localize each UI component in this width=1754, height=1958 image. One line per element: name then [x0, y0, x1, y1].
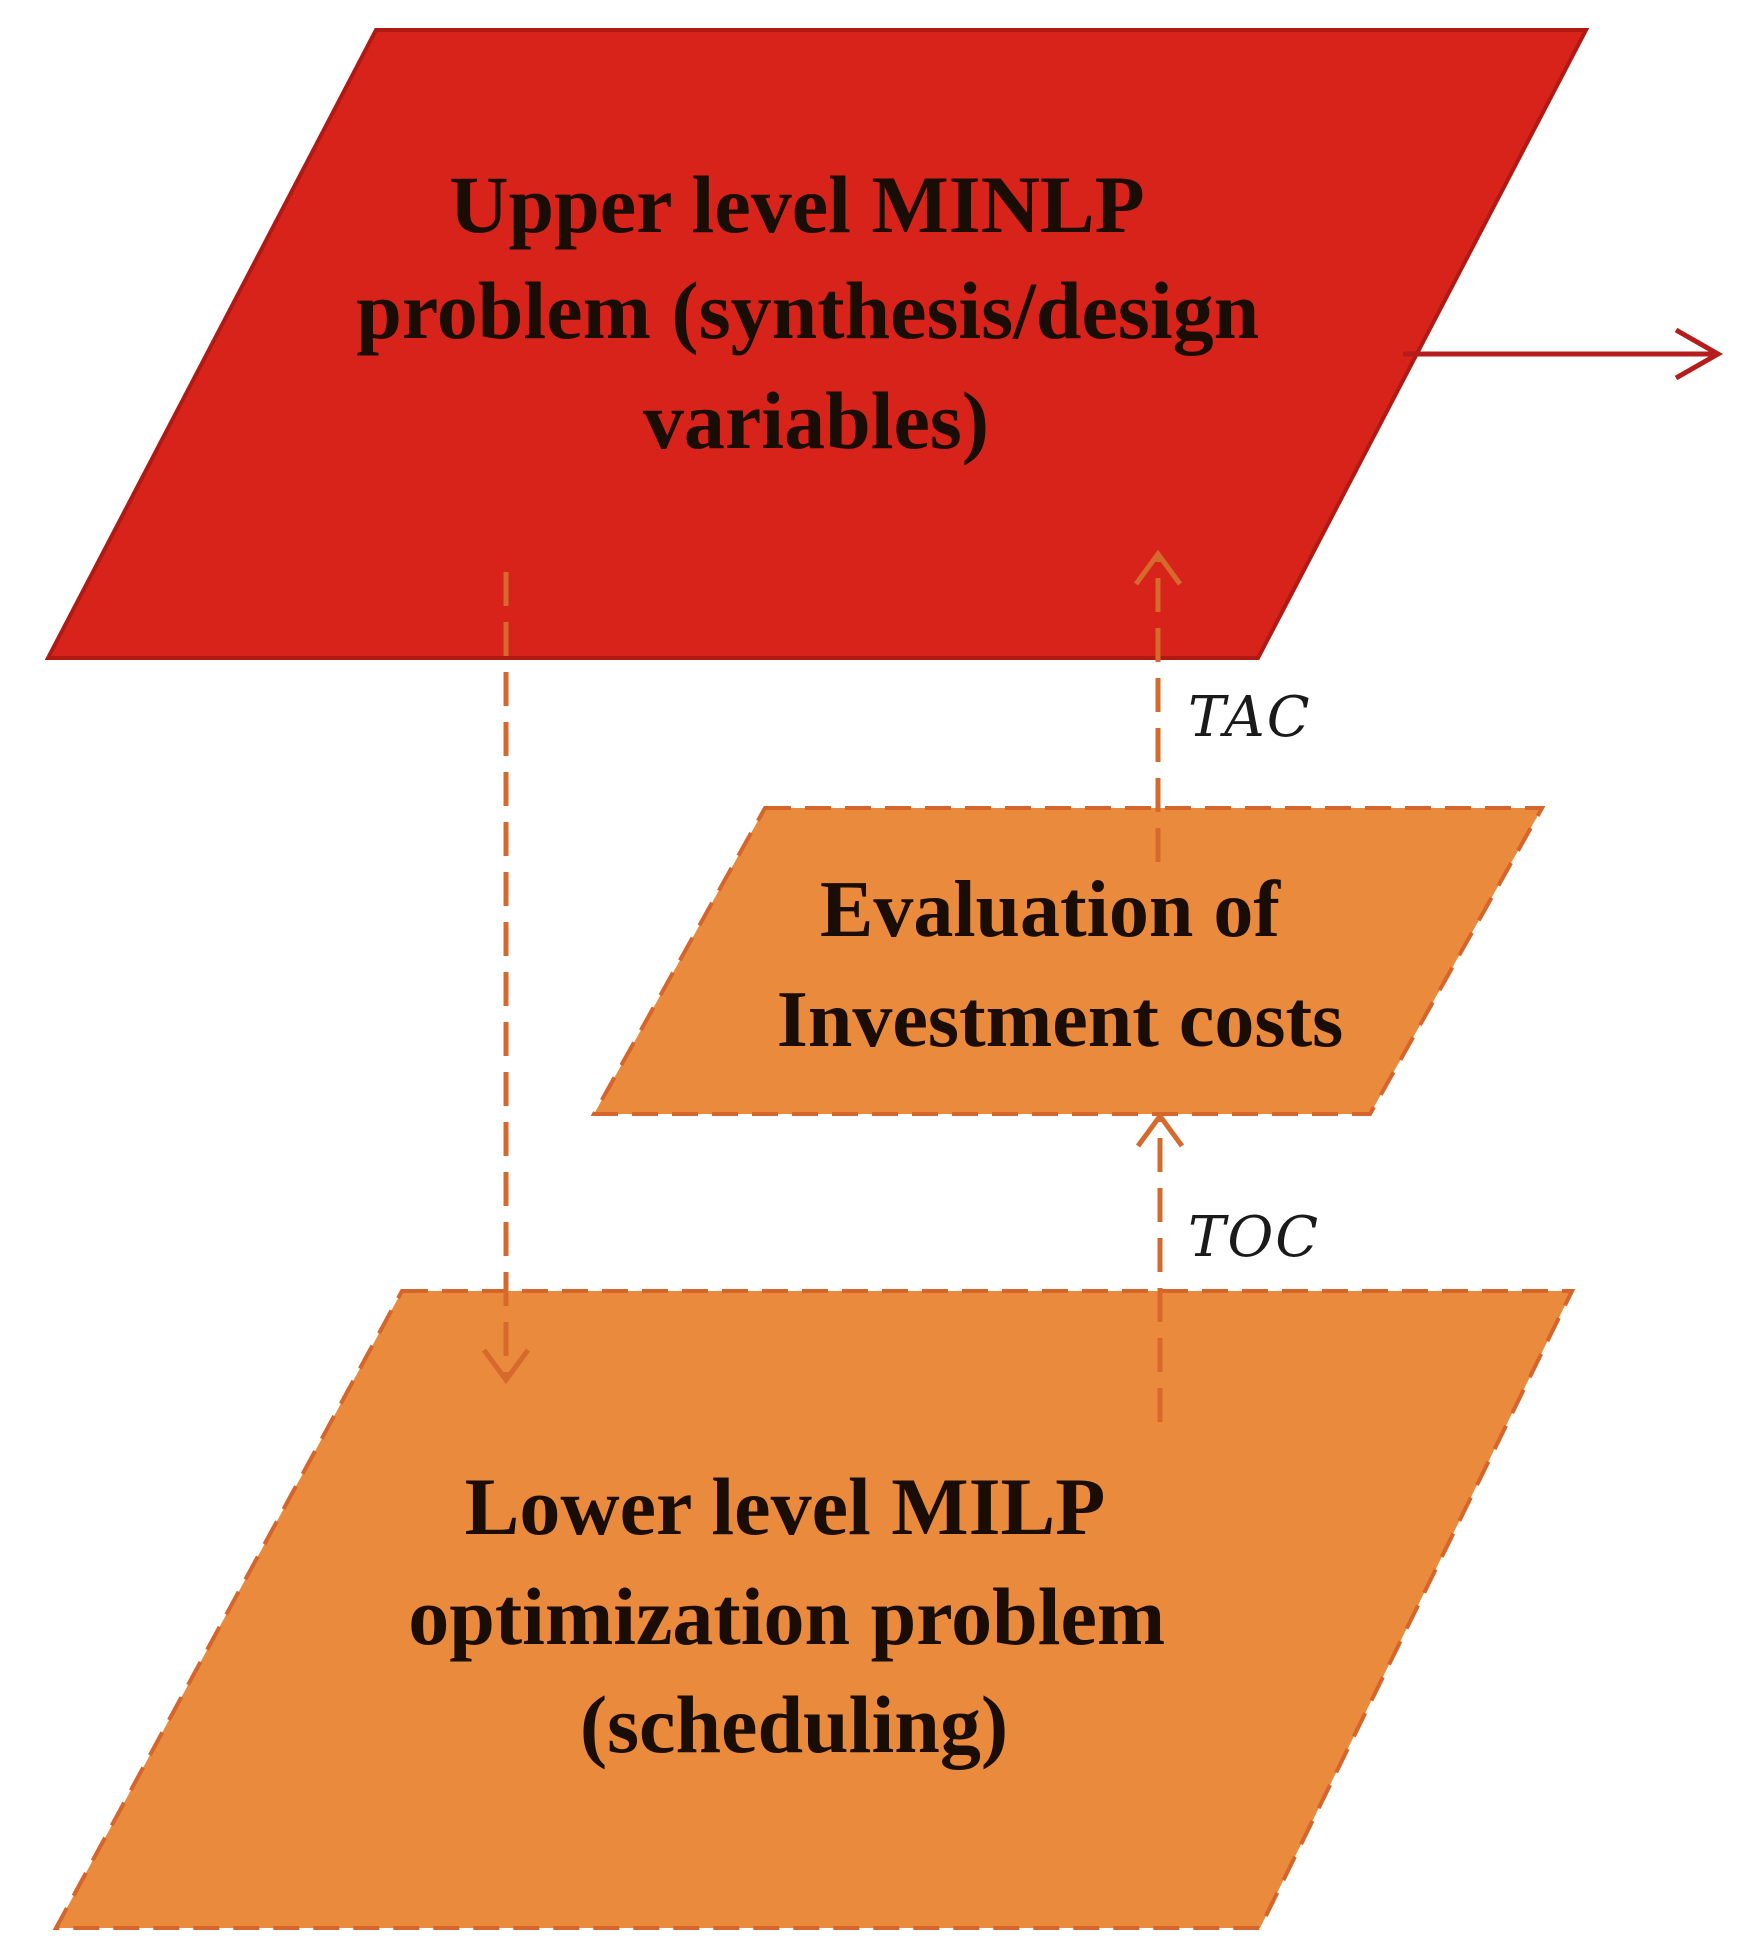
upper-to-lower-arrow	[481, 572, 531, 1385]
lower-level-box[interactable]	[52, 1289, 1576, 1930]
evaluation-label-line2: Investment costs	[777, 976, 1344, 1064]
upper-output-arrow	[1403, 327, 1724, 381]
evaluation-to-upper-arrow	[1133, 549, 1183, 862]
upper-level-label: Upper level MINLP problem (synthesis/des…	[356, 159, 1279, 466]
upper-level-label-line3: variables)	[643, 375, 989, 466]
upper-level-box[interactable]	[44, 28, 1590, 660]
lower-level-label: Lower level MILP optimization problem (s…	[408, 1461, 1185, 1770]
evaluation-box[interactable]	[590, 806, 1546, 1116]
lower-level-label-line1: Lower level MILP	[465, 1461, 1104, 1552]
toc-label: TOC	[1188, 1205, 1320, 1270]
upper-level-label-line1: Upper level MINLP	[449, 159, 1142, 250]
evaluation-label: Evaluation of Investment costs	[777, 866, 1344, 1064]
lower-level-label-line2: optimization problem	[408, 1571, 1165, 1662]
tac-label: TAC	[1188, 685, 1312, 750]
evaluation-label-line1: Evaluation of	[820, 866, 1281, 954]
upper-level-label-line2: problem (synthesis/design	[356, 265, 1259, 356]
lower-level-label-line3: (scheduling)	[580, 1679, 1008, 1770]
lower-to-evaluation-arrow	[1135, 1111, 1185, 1422]
